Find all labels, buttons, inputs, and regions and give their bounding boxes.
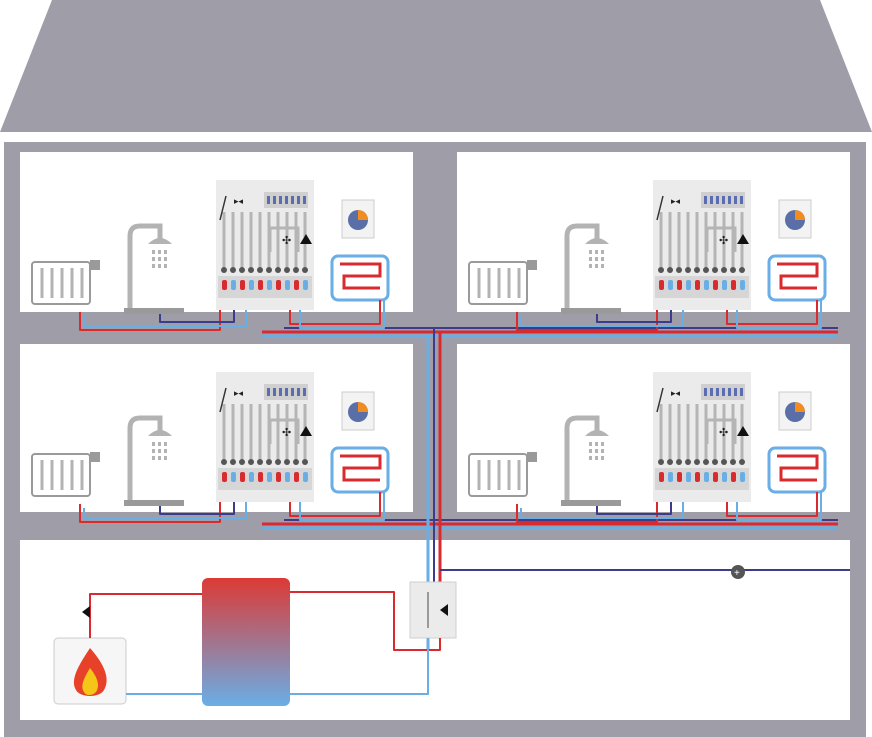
boiler-flow-pipe [89, 593, 202, 638]
svg-text:✣: ✣ [719, 235, 728, 247]
flow-direction-arrow [82, 606, 90, 618]
radiator-icon [31, 452, 100, 497]
shower-icon [561, 223, 621, 314]
basement-plant-room: + [53, 565, 745, 706]
shower-icon [561, 415, 621, 506]
apartment-unit-middle-left: ▸◂ ✣ [31, 372, 390, 523]
roof [0, 0, 872, 132]
thermostat-icon [341, 391, 375, 431]
heat-interface-unit: ▸◂ ✣ [216, 372, 314, 502]
svg-text:✣: ✣ [719, 427, 728, 439]
svg-text:✣: ✣ [282, 235, 291, 247]
svg-text:✣: ✣ [282, 427, 291, 439]
radiator-icon [468, 260, 537, 305]
thermostat-icon [778, 199, 812, 239]
shower-icon [124, 223, 184, 314]
svg-text:▸◂: ▸◂ [234, 388, 244, 398]
thermostat-icon [778, 391, 812, 431]
svg-text:+: + [734, 568, 740, 579]
central-pump-unit [409, 581, 457, 639]
tank-flow-pipe [290, 591, 441, 651]
apartment-unit-middle-right: ▸◂ ✣ [468, 372, 827, 523]
apartments: ▸◂ ✣ ▸◂ ✣ ▸◂ ✣ ▸◂ ✣ [31, 180, 827, 523]
thermostat-icon [341, 199, 375, 239]
buffer-storage-tank [202, 578, 290, 706]
underfloor-heating-coil [767, 446, 827, 494]
radiator-icon [468, 452, 537, 497]
svg-text:▸◂: ▸◂ [671, 196, 681, 206]
apartment-unit-top-left: ▸◂ ✣ [31, 180, 390, 331]
heat-interface-unit: ▸◂ ✣ [216, 180, 314, 310]
boiler-flame-icon [53, 637, 127, 705]
heat-interface-unit: ▸◂ ✣ [653, 372, 751, 502]
radiator-icon [31, 260, 100, 305]
meter-connection-icon [731, 565, 745, 579]
heat-interface-unit: ▸◂ ✣ [653, 180, 751, 310]
underfloor-heating-coil [767, 254, 827, 302]
underfloor-heating-coil [330, 446, 390, 494]
tank-return-pipe [290, 638, 429, 695]
svg-text:▸◂: ▸◂ [671, 388, 681, 398]
underfloor-heating-coil [330, 254, 390, 302]
svg-text:▸◂: ▸◂ [234, 196, 244, 206]
apartment-unit-top-right: ▸◂ ✣ [468, 180, 827, 331]
shower-icon [124, 415, 184, 506]
